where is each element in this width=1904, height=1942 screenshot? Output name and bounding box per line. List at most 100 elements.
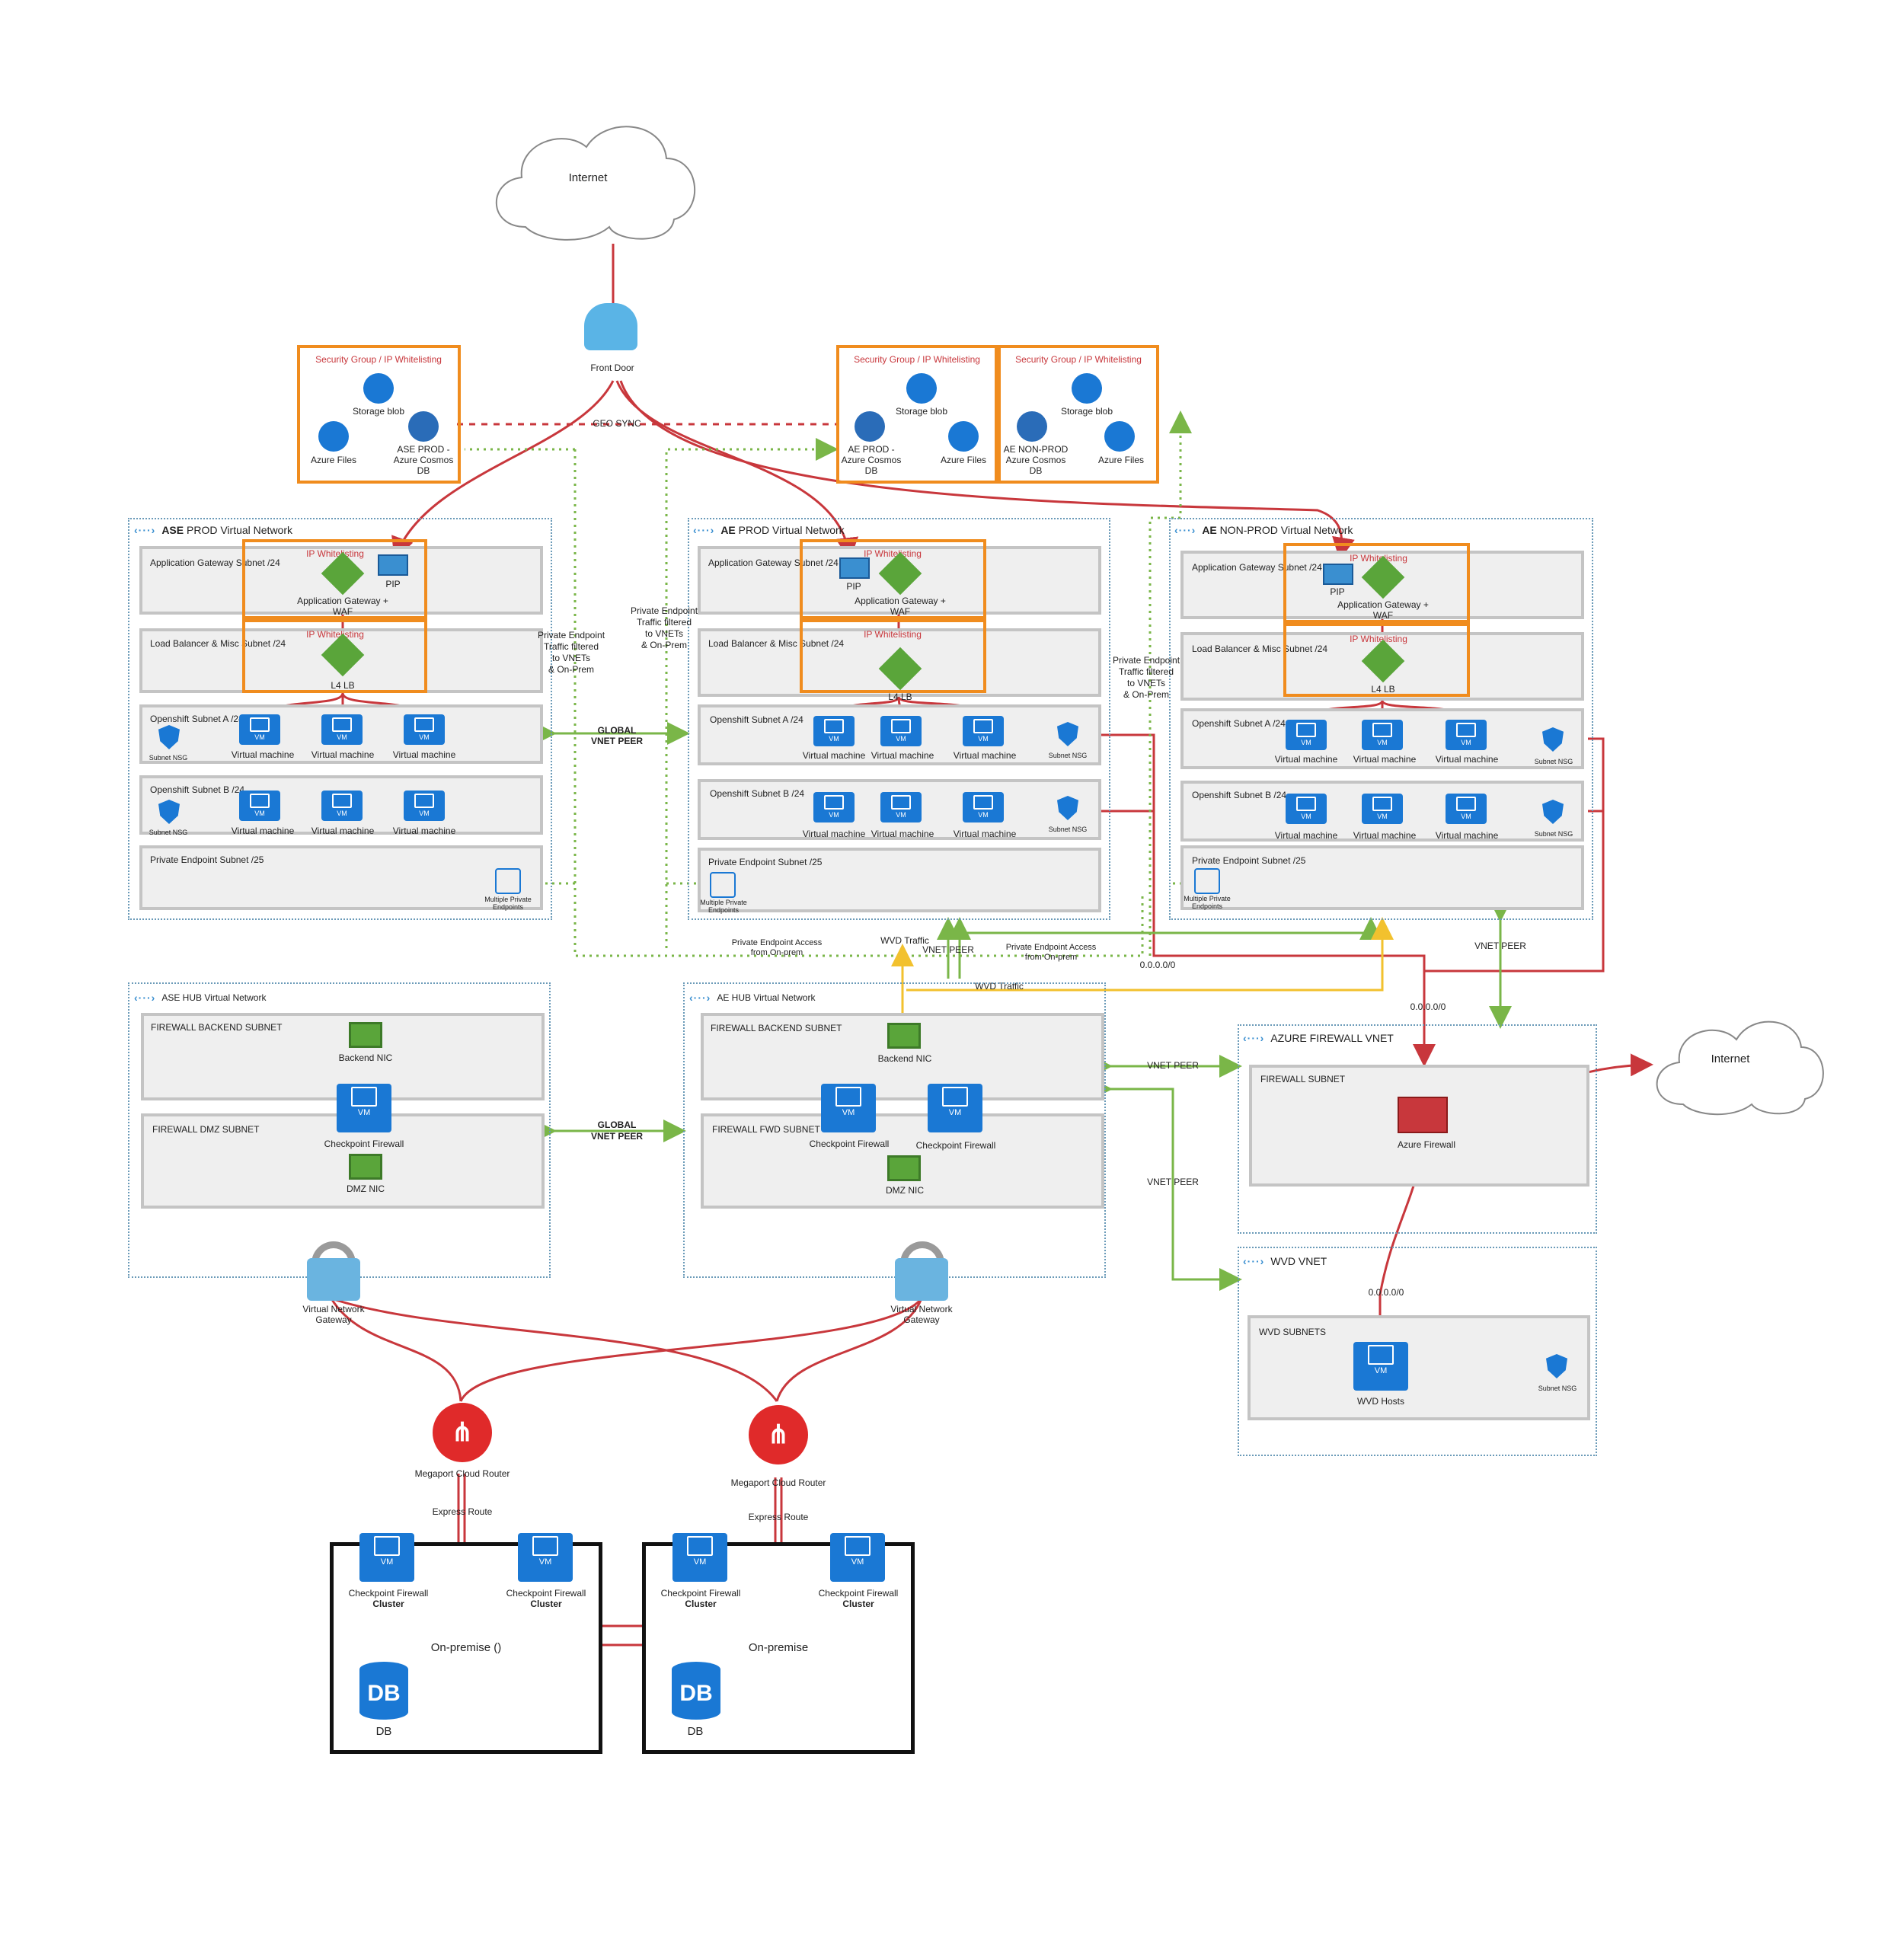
ae-hub-vnet-title: ‹···›AE HUB Virtual Network: [689, 992, 816, 1004]
storage-blob-label: Storage blob: [352, 406, 405, 417]
db-label: DB: [687, 1725, 704, 1738]
cluster-label: Cluster: [842, 1599, 874, 1609]
wvd-hosts-label: WVD Hosts: [1356, 1396, 1405, 1407]
internet-cloud-right: [1656, 1021, 1824, 1116]
sg-ae-prod-title: Security Group / IP Whitelisting: [854, 354, 980, 365]
ase-prod-vnet: [128, 518, 552, 920]
frontdoor-ase-link: [391, 380, 615, 561]
vm-icon: VM: [813, 792, 855, 822]
nsg-label: Subnet NSG: [149, 829, 188, 836]
front-door-label: Front Door: [590, 363, 634, 373]
vng-label: Virtual Network Gateway: [890, 1304, 953, 1325]
private-endpoint-icon: [710, 872, 736, 898]
vnet-icon: ‹···›: [1174, 524, 1196, 536]
openshift-subnet-b: [139, 775, 543, 835]
nsg-label: Subnet NSG: [1534, 830, 1573, 838]
checkpoint-cluster-icon: VM: [518, 1533, 573, 1582]
ip-whitelist-lb: [1283, 623, 1470, 697]
sg-ae-nonprod-title: Security Group / IP Whitelisting: [1015, 354, 1142, 365]
vng-label: Virtual Network Gateway: [302, 1304, 365, 1325]
storage-blob-label: Storage blob: [895, 406, 948, 417]
wvd-vnet-title: ‹···›WVD VNET: [1243, 1255, 1327, 1267]
dmz-nic-label: DMZ NIC: [886, 1185, 924, 1196]
ae-prod-vnet: [688, 518, 1110, 920]
azure-firewall-vnet: [1238, 1024, 1597, 1234]
cosmos-db-icon: [408, 411, 439, 442]
app-gateway-label: Application Gateway + WAF: [297, 596, 388, 617]
vm-label: Virtual machine: [802, 750, 866, 761]
azure-files-icon: [318, 421, 349, 452]
vm-label: Virtual machine: [1353, 754, 1417, 765]
fw-backend-subnet: [701, 1013, 1104, 1100]
openshift-subnet-b-label: Openshift Subnet B /24: [150, 784, 245, 795]
pe-subnet-label: Private Endpoint Subnet /25: [708, 857, 823, 867]
storage-blob-icon: [906, 373, 937, 404]
vnet-icon: ‹···›: [693, 524, 715, 536]
openshift-subnet-a-label: Openshift Subnet A /24: [150, 714, 244, 724]
backend-nic-label: Backend NIC: [877, 1053, 932, 1064]
multi-pe-label: Multiple Private Endpoints: [1184, 895, 1231, 910]
express-route-label: Express Route: [748, 1512, 809, 1522]
dmz-nic-label: DMZ NIC: [347, 1183, 385, 1194]
checkpoint-cluster-icon: VM: [830, 1533, 885, 1582]
frontdoor-nonprod-link: [619, 380, 1355, 561]
megaport-router-icon: ⋔: [433, 1403, 492, 1462]
vm-icon: VM: [1362, 794, 1403, 824]
security-group-ae-prod: [836, 345, 998, 484]
pip-icon: [1323, 564, 1353, 585]
sg-ase-title: Security Group / IP Whitelisting: [315, 354, 442, 365]
vm-icon: VM: [404, 791, 445, 821]
openshift-subnet-b-label: Openshift Subnet B /24: [710, 788, 805, 799]
wvd-hosts-icon: VM: [1353, 1342, 1408, 1391]
virtual-network-gateway-icon: [307, 1258, 360, 1301]
backend-nic-icon: [349, 1022, 382, 1048]
vnet-icon: ‹···›: [134, 992, 156, 1004]
multi-pe-label: Multiple Private Endpoints: [700, 899, 747, 914]
front-door-icon: [584, 303, 637, 350]
onprem-title: On-premise: [748, 1641, 809, 1654]
azure-files-label: Azure Files: [1097, 455, 1145, 465]
vm-icon: VM: [1286, 720, 1327, 750]
ae-nonprod-vnet-title: ‹···›AE NON-PROD Virtual Network: [1174, 524, 1353, 536]
l4-lb-label: L4 LB: [888, 692, 912, 702]
db-label: DB: [375, 1725, 392, 1738]
virtual-network-gateway-icon: [895, 1258, 948, 1301]
cluster-label: Cluster: [530, 1599, 562, 1609]
vm-icon: VM: [1362, 720, 1403, 750]
vm-icon: VM: [239, 791, 280, 821]
checkpoint-firewall-icon: VM: [821, 1084, 876, 1132]
vnet-icon: ‹···›: [1243, 1032, 1265, 1044]
wvd-subnets: [1248, 1315, 1590, 1420]
vm-label: Virtual machine: [231, 826, 295, 836]
vnet-icon: ‹···›: [134, 524, 156, 536]
app-gateway-label: Application Gateway + WAF: [1337, 599, 1429, 621]
checkpoint-cluster-label: Checkpoint Firewall: [660, 1588, 741, 1599]
fw-backend-label: FIREWALL BACKEND SUBNET: [711, 1023, 842, 1033]
ip-whitelist-lb: [242, 619, 427, 693]
vm-icon: VM: [880, 792, 922, 822]
fw-backend-label: FIREWALL BACKEND SUBNET: [151, 1022, 283, 1033]
vm-label: Virtual machine: [392, 749, 456, 760]
vm-icon: VM: [239, 714, 280, 745]
vnet-peer-label: VNET PEER: [1474, 941, 1526, 951]
ase-prod-vnet-title: ‹···›ASE PROD Virtual Network: [134, 524, 293, 536]
vnet-peer-label: VNET PEER: [1147, 1060, 1199, 1071]
private-endpoint-icon: [495, 868, 521, 894]
dmz-nic-icon: [887, 1155, 921, 1181]
nsg-label: Subnet NSG: [1538, 1385, 1577, 1392]
onprem-title: On-premise (): [430, 1641, 502, 1654]
backend-nic-label: Backend NIC: [338, 1052, 393, 1063]
vm-label: Virtual machine: [871, 750, 934, 761]
checkpoint-firewall-icon: VM: [928, 1084, 982, 1132]
pe-subnet-label: Private Endpoint Subnet /25: [150, 854, 264, 865]
openshift-subnet-a-label: Openshift Subnet A /24: [1192, 718, 1286, 729]
azure-files-label: Azure Files: [310, 455, 357, 465]
megaport-label: Megaport Cloud Router: [414, 1468, 510, 1479]
internet-cloud-top: [495, 126, 696, 241]
pe-subnet: [1180, 845, 1584, 910]
fw-fwd-label: FIREWALL FWD SUBNET: [712, 1124, 820, 1135]
database-icon: DB: [359, 1662, 408, 1720]
